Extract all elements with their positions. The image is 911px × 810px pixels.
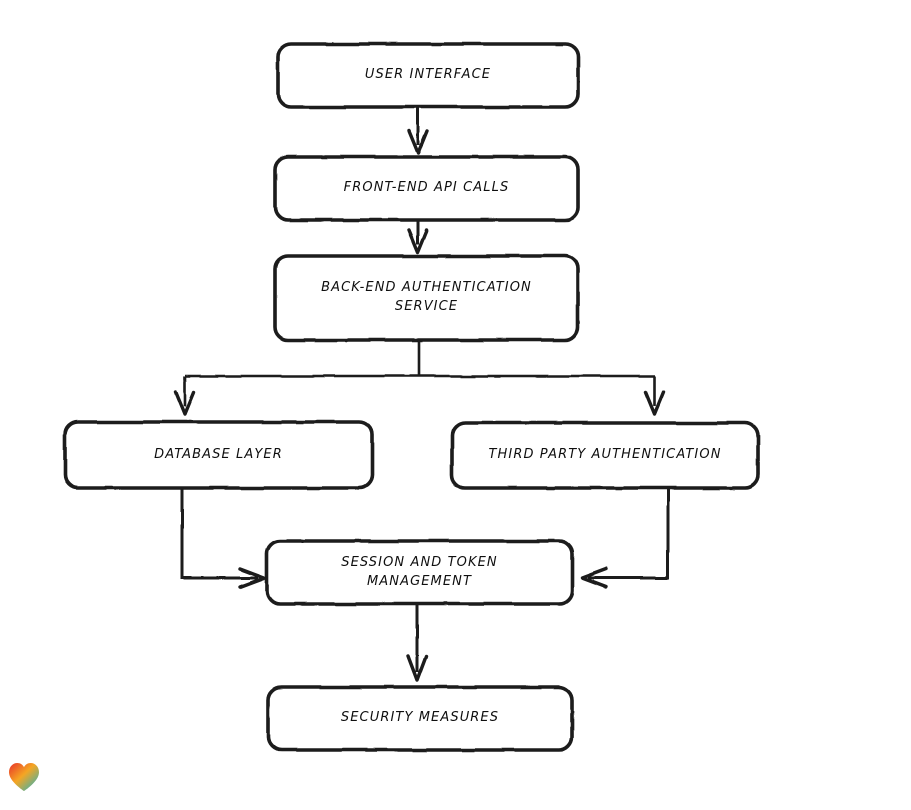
edge-backend-split <box>185 340 655 378</box>
edge-database-to-session <box>180 488 266 589</box>
node-box-third-party-authentication[interactable] <box>450 421 760 490</box>
edge-thirdparty-to-session <box>580 488 670 589</box>
edge-backend-to-thirdparty <box>644 376 666 416</box>
edge-backend-to-database <box>174 376 196 416</box>
edge-frontend-to-backend <box>407 220 429 254</box>
node-box-security-measures[interactable] <box>266 685 574 752</box>
edge-session-to-security <box>406 604 428 682</box>
heart-watermark <box>8 762 42 794</box>
heart-icon <box>9 763 39 791</box>
node-box-front-end-api-calls[interactable] <box>273 155 580 222</box>
node-box-back-end-authentication-service[interactable] <box>273 254 580 342</box>
node-box-user-interface[interactable] <box>276 42 580 109</box>
edge-ui-to-frontend <box>407 107 429 155</box>
node-box-database-layer[interactable] <box>63 420 374 490</box>
node-box-session-and-token-management[interactable] <box>265 539 574 606</box>
